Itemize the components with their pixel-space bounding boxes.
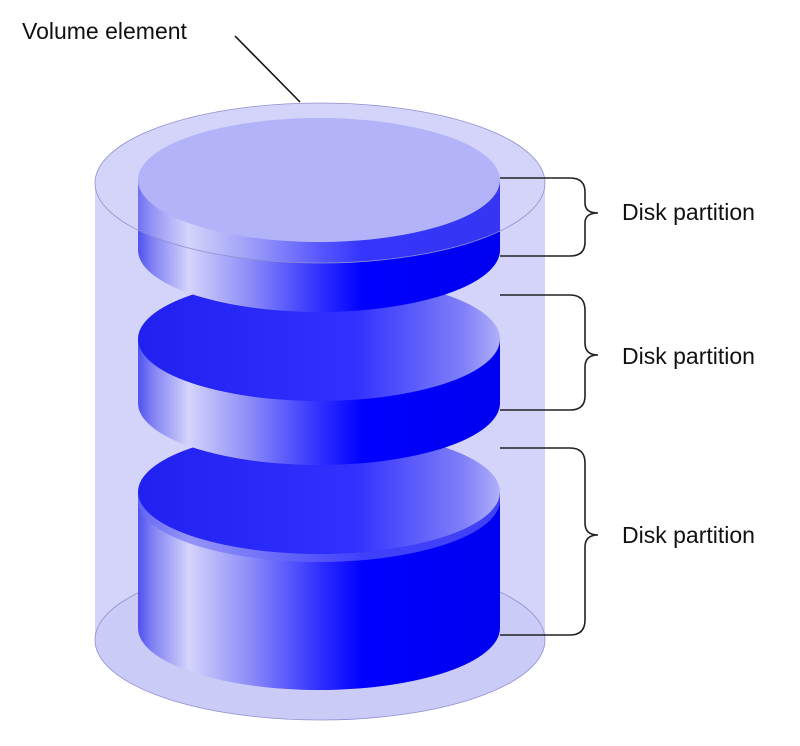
disk-partition-1 xyxy=(138,118,500,312)
disk-partition-2 xyxy=(138,277,500,465)
partition-brace-1 xyxy=(500,177,599,257)
partition-brace-2 xyxy=(500,294,599,411)
partition-label-3: Disk partition xyxy=(622,522,755,548)
volume-top-rim xyxy=(94,102,546,264)
partition-label-1: Disk partition xyxy=(622,199,755,225)
volume-leader-line xyxy=(234,35,301,103)
disk-partition-3 xyxy=(138,430,500,690)
volume-element-label: Volume element xyxy=(22,18,187,44)
partition-brace-3 xyxy=(500,447,599,636)
partition-label-2: Disk partition xyxy=(622,343,755,369)
